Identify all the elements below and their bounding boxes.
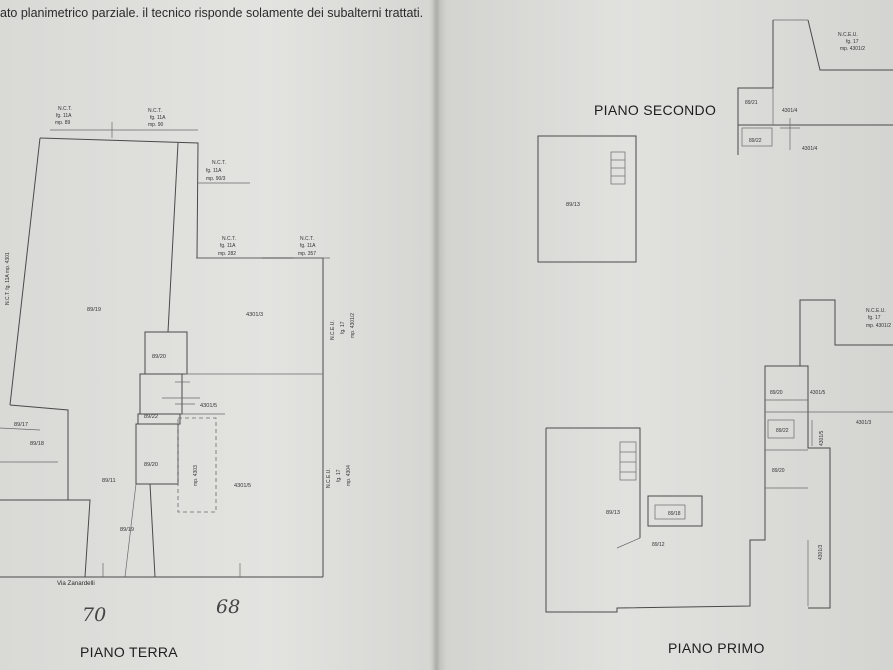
unit-label: 89/22 [144,414,158,420]
unit-label: 89/21 [745,100,758,106]
mp-label: mp. 90/3 [206,176,226,182]
unit-label: 89/22 [749,138,762,144]
fg-label: fg. 11A [206,168,222,174]
mp-label: mp. 89 [55,120,71,126]
title-piano-secondo: PIANO SECONDO [594,102,717,118]
mp-label: mp. 90 [148,122,164,128]
unit-label: 89/22 [776,428,789,434]
nct-vertical-label: N.C.T. fg. 11A mp. 4301 [5,252,11,305]
unit-label: 89/11 [102,478,116,484]
mp-label: mp. 4301/2 [866,323,891,329]
fg-label: fg. 17 [336,469,342,482]
fg-label: fg. 11A [300,243,316,249]
nct-label: N.C.T. [300,236,314,242]
unit-label: 89/20 [144,462,158,468]
handwritten-number-70: 70 [82,604,107,626]
page-fold [432,0,440,670]
header-note: ato planimetrico parziale. il tecnico ri… [0,6,424,20]
unit-vertical-label: 4301/3 [818,544,824,560]
mp-vertical-label: mp. 4303 [193,465,199,486]
unit-label: 4301/5 [810,390,826,396]
unit-label: 89/13 [606,510,620,516]
nct-label: N.C.T. [212,160,226,166]
unit-label: 4301/4 [782,108,798,114]
nceu-label: N.C.E.U. [838,32,858,38]
unit-label: 89/20 [770,390,783,396]
unit-label: 89/20 [772,468,785,474]
unit-label: 89/17 [14,422,28,428]
fg-label: fg. 17 [846,39,859,45]
unit-label: 4301/4 [802,146,818,152]
unit-label: 89/12 [652,542,665,548]
fg-label: fg. 17 [340,321,346,334]
unit-label: 4301/3 [246,312,263,318]
unit-label: 4301/5 [234,483,251,489]
handwritten-number-68: 68 [216,596,241,618]
unit-label: 89/13 [566,202,580,208]
fg-label: fg. 11A [220,243,236,249]
mp-label: mp. 282 [218,251,236,257]
street-label: Via Zanardelli [57,580,95,587]
nct-label: N.C.T. [148,108,162,114]
unit-label: 89/18 [668,511,681,517]
mp-label: mp. 4301/2 [840,46,865,52]
nceu-label: N.C.E.U. [330,320,336,340]
mp-label: mp. 357 [298,251,316,257]
unit-label: 89/20 [152,354,166,360]
unit-vertical-label: 4301/5 [819,430,825,446]
fg-label: fg. 11A [56,113,72,119]
mp-label: mp. 4304 [346,465,352,486]
unit-label: 89/19 [87,307,101,313]
unit-label: 4301/5 [200,403,217,409]
unit-label: 89/19 [120,527,134,533]
nceu-label: N.C.E.U. [326,468,332,488]
title-piano-primo: PIANO PRIMO [668,640,765,656]
mp-label: mp. 4301/2 [350,313,356,338]
nct-label: N.C.T. [222,236,236,242]
title-piano-terra: PIANO TERRA [80,644,178,660]
fg-label: fg. 17 [868,315,881,321]
nct-label: N.C.T. [58,106,72,112]
unit-label: 89/18 [30,441,44,447]
unit-label: 4301/3 [856,420,872,426]
fg-label: fg. 11A [150,115,166,121]
nceu-label: N.C.E.U. [866,308,886,314]
